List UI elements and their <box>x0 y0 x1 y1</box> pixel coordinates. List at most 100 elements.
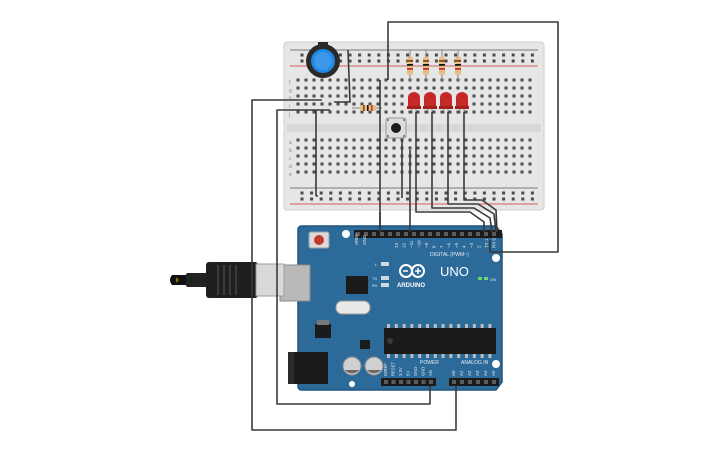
breadboard-hole[interactable] <box>376 146 380 150</box>
breadboard-hole[interactable] <box>464 154 468 158</box>
breadboard-hole[interactable] <box>472 162 476 166</box>
header-pin[interactable] <box>364 232 368 236</box>
rail-hole[interactable] <box>406 191 410 195</box>
breadboard-hole[interactable] <box>352 78 356 82</box>
rail-hole[interactable] <box>329 197 333 201</box>
breadboard-hole[interactable] <box>384 146 388 150</box>
breadboard-hole[interactable] <box>344 170 348 174</box>
header-pin[interactable] <box>406 380 411 384</box>
breadboard-hole[interactable] <box>488 138 492 142</box>
rail-hole[interactable] <box>511 191 515 195</box>
breadboard-hole[interactable] <box>392 86 396 90</box>
breadboard-hole[interactable] <box>424 170 428 174</box>
breadboard-hole[interactable] <box>368 170 372 174</box>
breadboard-hole[interactable] <box>456 162 460 166</box>
usb-port[interactable] <box>279 264 311 302</box>
breadboard-hole[interactable] <box>296 86 300 90</box>
breadboard-hole[interactable] <box>488 146 492 150</box>
header-pin[interactable] <box>388 232 392 236</box>
breadboard-hole[interactable] <box>456 154 460 158</box>
rail-hole[interactable] <box>377 53 381 57</box>
digital-header-pins[interactable] <box>356 232 496 236</box>
breadboard-hole[interactable] <box>448 86 452 90</box>
breadboard-hole[interactable] <box>440 162 444 166</box>
breadboard-hole[interactable] <box>352 154 356 158</box>
breadboard-hole[interactable] <box>488 86 492 90</box>
rail-hole[interactable] <box>425 53 429 57</box>
breadboard-hole[interactable] <box>520 138 524 142</box>
breadboard-hole[interactable] <box>512 170 516 174</box>
rail-hole[interactable] <box>502 53 506 57</box>
breadboard-hole[interactable] <box>448 138 452 142</box>
breadboard-hole[interactable] <box>312 78 316 82</box>
breadboard-hole[interactable] <box>296 146 300 150</box>
breadboard-hole[interactable] <box>512 154 516 158</box>
rail-hole[interactable] <box>434 191 438 195</box>
header-pin[interactable] <box>404 232 408 236</box>
breadboard-hole[interactable] <box>336 94 340 98</box>
rail-hole[interactable] <box>396 53 400 57</box>
rail-hole[interactable] <box>521 197 525 201</box>
breadboard-hole[interactable] <box>376 154 380 158</box>
rail-hole[interactable] <box>300 59 304 63</box>
breadboard-hole[interactable] <box>336 170 340 174</box>
breadboard-hole[interactable] <box>352 102 356 106</box>
breadboard-hole[interactable] <box>312 162 316 166</box>
breadboard-hole[interactable] <box>392 110 396 114</box>
breadboard-hole[interactable] <box>496 78 500 82</box>
breadboard-hole[interactable] <box>416 170 420 174</box>
breadboard-hole[interactable] <box>408 86 412 90</box>
breadboard-hole[interactable] <box>368 110 372 114</box>
breadboard-hole[interactable] <box>448 110 452 114</box>
header-pin[interactable] <box>476 232 480 236</box>
breadboard-hole[interactable] <box>392 170 396 174</box>
breadboard-hole[interactable] <box>488 162 492 166</box>
breadboard-hole[interactable] <box>384 138 388 142</box>
breadboard-hole[interactable] <box>472 154 476 158</box>
resistor-icon[interactable] <box>407 50 413 82</box>
breadboard-hole[interactable] <box>424 138 428 142</box>
rail-hole[interactable] <box>511 53 515 57</box>
breadboard-hole[interactable] <box>296 162 300 166</box>
header-pin[interactable] <box>476 380 480 384</box>
breadboard-hole[interactable] <box>376 94 380 98</box>
breadboard-hole[interactable] <box>376 86 380 90</box>
header-pin[interactable] <box>468 232 472 236</box>
breadboard-hole[interactable] <box>496 102 500 106</box>
breadboard-hole[interactable] <box>392 154 396 158</box>
breadboard-hole[interactable] <box>344 94 348 98</box>
breadboard-hole[interactable] <box>408 110 412 114</box>
breadboard-hole[interactable] <box>312 138 316 142</box>
rail-hole[interactable] <box>492 59 496 63</box>
breadboard-hole[interactable] <box>336 102 340 106</box>
breadboard-hole[interactable] <box>432 162 436 166</box>
breadboard-hole[interactable] <box>480 94 484 98</box>
breadboard-hole[interactable] <box>472 102 476 106</box>
rail-hole[interactable] <box>367 59 371 63</box>
rail-hole[interactable] <box>396 197 400 201</box>
rail-hole[interactable] <box>310 191 314 195</box>
rail-hole[interactable] <box>348 53 352 57</box>
breadboard-hole[interactable] <box>416 146 420 150</box>
breadboard-hole[interactable] <box>504 154 508 158</box>
rail-hole[interactable] <box>434 197 438 201</box>
breadboard-hole[interactable] <box>376 102 380 106</box>
rail-hole[interactable] <box>492 197 496 201</box>
breadboard-hole[interactable] <box>464 78 468 82</box>
rail-hole[interactable] <box>530 191 534 195</box>
breadboard-hole[interactable] <box>352 138 356 142</box>
header-pin[interactable] <box>356 232 360 236</box>
rail-hole[interactable] <box>463 53 467 57</box>
breadboard-hole[interactable] <box>320 170 324 174</box>
rail-hole[interactable] <box>377 59 381 63</box>
breadboard-hole[interactable] <box>360 138 364 142</box>
breadboard-hole[interactable] <box>416 162 420 166</box>
breadboard-hole[interactable] <box>472 146 476 150</box>
resistor-icon[interactable] <box>439 50 445 82</box>
rail-hole[interactable] <box>434 53 438 57</box>
breadboard-hole[interactable] <box>416 78 420 82</box>
header-pin[interactable] <box>428 232 432 236</box>
header-pin[interactable] <box>460 380 464 384</box>
bottom-power-rail[interactable] <box>300 191 534 201</box>
header-pin[interactable] <box>468 380 472 384</box>
